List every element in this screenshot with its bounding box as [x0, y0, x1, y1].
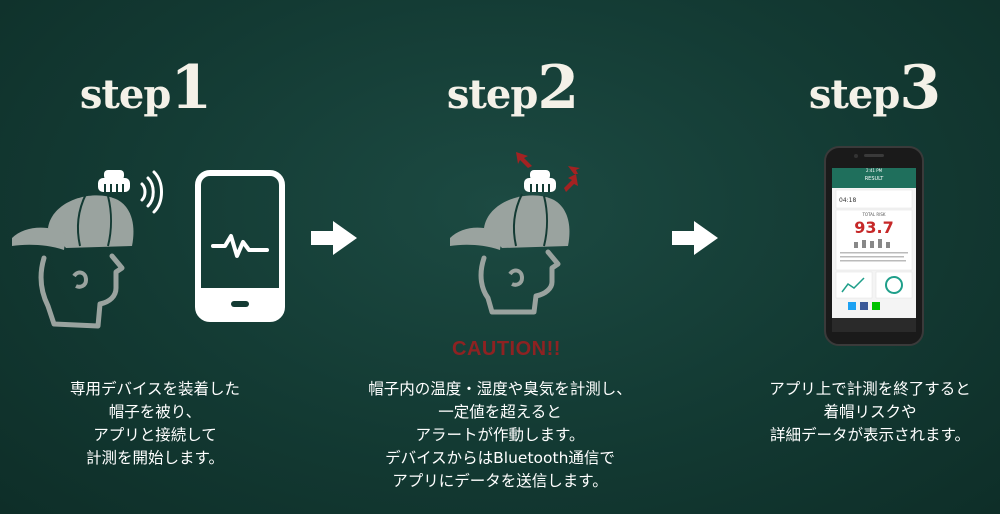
phone-time-value: 04:18 [839, 197, 857, 204]
step1-line: 帽子を被り、 [108, 403, 202, 421]
phone-mockup: 2:41 PM RESULT 04:18 TOTAL RISK 93.7 [824, 146, 924, 346]
step1-line: 計測を開始します。 [86, 449, 224, 467]
step3-line: 詳細データが表示されます。 [770, 426, 970, 444]
step3-line: 着帽リスクや [823, 403, 917, 421]
phone-status-time: 2:41 PM [865, 168, 883, 173]
smartphone-icon [195, 170, 285, 322]
step1-line: アプリと接続して [93, 426, 217, 444]
phone-risk-value: 93.7 [854, 218, 894, 237]
head-with-cap-icon [12, 170, 163, 329]
caution-label: CAUTION!! [452, 338, 561, 360]
phone-header: RESULT [864, 176, 884, 182]
step3-line: アプリ上で計測を終了すると [769, 380, 971, 398]
step3-word: step [808, 71, 900, 118]
head-alert-icon [450, 152, 580, 315]
arrow-right-icon [311, 221, 357, 255]
step2-line: アラートが作動します。 [415, 426, 585, 444]
phone-risk-label: TOTAL RISK [862, 212, 886, 217]
step1-title: step1 [46, 58, 246, 118]
step2-line: アプリにデータを送信します。 [392, 472, 608, 490]
step2-line: デバイスからはBluetooth通信で [385, 449, 615, 467]
sensor-device [98, 170, 130, 192]
step2-title: step2 [413, 58, 613, 118]
step1-line: 専用デバイスを装着した [69, 380, 241, 398]
step3-number: 3 [899, 53, 942, 123]
alert-arrows-icon [516, 152, 580, 192]
step2-line: 帽子内の温度・湿度や臭気を計測し、 [368, 380, 632, 398]
step2-number: 2 [537, 53, 580, 123]
step1-description: 専用デバイスを装着した 帽子を被り、 アプリと接続して 計測を開始します。 [50, 378, 260, 470]
step3-title: step3 [775, 58, 975, 118]
step1-number: 1 [170, 53, 213, 123]
step2-word: step [446, 71, 538, 118]
sensor-device-alert [524, 170, 556, 192]
step2-line: 一定値を超えると [438, 403, 562, 421]
step1-word: step [79, 71, 171, 118]
step3-description: アプリ上で計測を終了すると 着帽リスクや 詳細データが表示されます。 [740, 378, 1000, 447]
signal-waves [140, 170, 163, 214]
step2-description: 帽子内の温度・湿度や臭気を計測し、 一定値を超えると アラートが作動します。 デ… [340, 378, 660, 493]
arrow-right-icon [672, 221, 718, 255]
